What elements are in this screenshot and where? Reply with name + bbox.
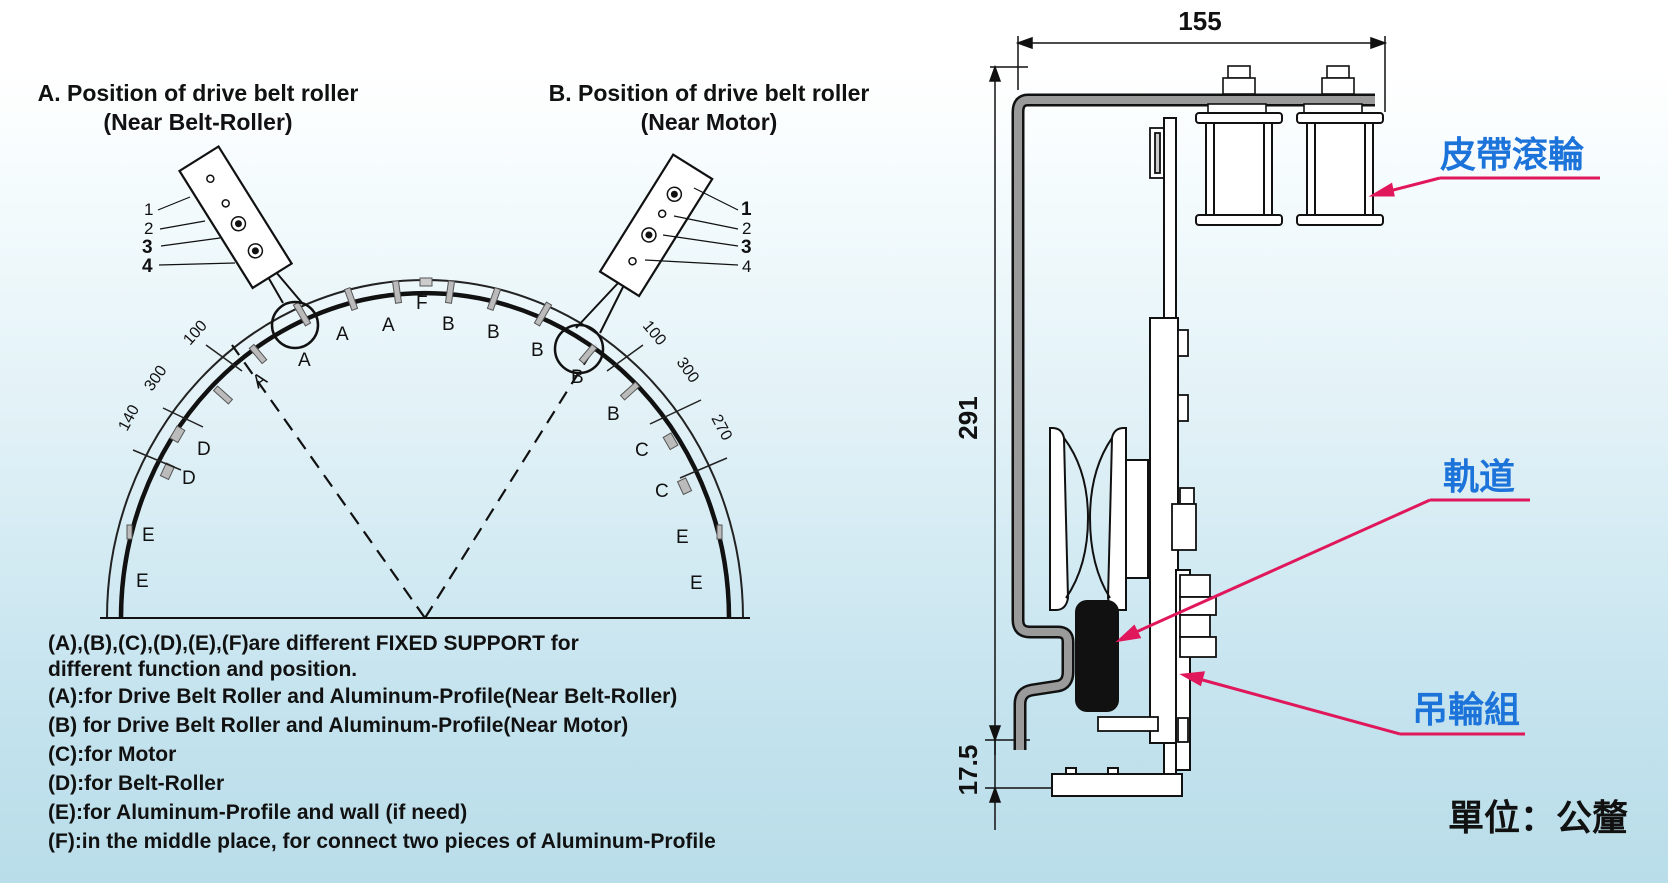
section-drawing: 155 291 17.5 xyxy=(953,6,1628,839)
radius-line-left xyxy=(231,344,426,619)
hole-leaders-a xyxy=(157,196,236,266)
pos-label: D xyxy=(182,468,196,489)
dim-width: 155 xyxy=(1178,6,1221,36)
dim-right-300: 300 xyxy=(673,355,702,387)
pos-label: C xyxy=(655,481,669,502)
dim-offset: 17.5 xyxy=(953,745,983,796)
title-b-line1: B. Position of drive belt roller xyxy=(549,80,870,106)
dim-right-100: 100 xyxy=(639,318,669,349)
hole-a-1: 1 xyxy=(144,200,153,219)
track-rail xyxy=(1075,600,1119,712)
hole-b-2: 2 xyxy=(742,219,751,238)
dim-height: 291 xyxy=(953,396,983,439)
note-line: different function and position. xyxy=(48,658,357,681)
pos-label: B xyxy=(607,404,620,425)
pos-label: F xyxy=(416,293,428,314)
side-bolts xyxy=(1171,329,1217,743)
hole-b-1: 1 xyxy=(741,199,752,220)
belt-rollers xyxy=(1195,112,1384,226)
note-line: (E):for Aluminum-Profile and wall (if ne… xyxy=(48,801,467,824)
label-belt-roller: 皮帶滾輪 xyxy=(1440,134,1584,176)
pos-label: B xyxy=(531,340,544,361)
dim-left-300: 300 xyxy=(141,363,170,395)
radius-line-right xyxy=(424,344,597,619)
pos-label: A xyxy=(298,350,311,371)
track-wheel xyxy=(1049,427,1149,611)
pos-label: E xyxy=(676,527,689,548)
bottom-bracket xyxy=(1051,767,1183,797)
dimension-ticks-left xyxy=(132,344,243,471)
note-line: (D):for Belt-Roller xyxy=(48,772,224,795)
pos-label: D xyxy=(197,439,211,460)
pos-label: C xyxy=(635,440,649,461)
label-hanger: 吊輪組 xyxy=(1412,689,1520,731)
leader-b xyxy=(575,281,625,334)
hole-a-3: 3 xyxy=(142,237,153,258)
lower-bolt xyxy=(1097,716,1159,732)
notes-block: (A),(B),(C),(D),(E),(F)are different FIX… xyxy=(48,632,716,853)
bracket-plate-b xyxy=(598,153,714,298)
title-a-line1: A. Position of drive belt roller xyxy=(38,80,359,106)
hanger-plate xyxy=(1149,117,1191,797)
dim-height-line xyxy=(985,64,1080,830)
note-line: (F):in the middle place, for connect two… xyxy=(48,830,716,853)
support-markers xyxy=(126,277,723,540)
profile-arc xyxy=(118,290,732,619)
pos-label: B xyxy=(571,367,584,388)
dim-right-270: 270 xyxy=(707,412,735,444)
hole-leaders-b xyxy=(644,187,739,266)
hole-a-4: 4 xyxy=(142,256,153,277)
dim-left-100: 100 xyxy=(180,317,211,348)
note-line: (C):for Motor xyxy=(48,743,176,766)
note-line: (A),(B),(C),(D),(E),(F)are different FIX… xyxy=(48,632,579,655)
highlight-circle-a xyxy=(270,300,320,350)
leader-lines xyxy=(1115,176,1600,736)
title-a-line2: (Near Belt-Roller) xyxy=(103,109,292,135)
hole-b-4: 4 xyxy=(742,257,751,276)
top-bolts xyxy=(1207,65,1363,115)
pos-label: B xyxy=(487,322,500,343)
top-clip xyxy=(1149,127,1165,179)
pos-label: E xyxy=(136,571,149,592)
note-line: (A):for Drive Belt Roller and Aluminum-P… xyxy=(48,685,677,708)
arc-diagram: 100 300 140 100 300 270 A A A A F B B B … xyxy=(100,264,750,619)
pos-label: E xyxy=(690,573,703,594)
z-bracket-fill xyxy=(1014,96,1375,750)
hole-b-3: 3 xyxy=(741,237,752,258)
bracket-plate-a xyxy=(177,145,294,290)
pos-label: A xyxy=(336,324,349,345)
title-b-line2: (Near Motor) xyxy=(641,109,778,135)
unit-label: 單位：公釐 xyxy=(1448,798,1628,839)
dim-width-line xyxy=(1015,36,1388,112)
label-track: 軌道 xyxy=(1443,457,1515,498)
pos-label: E xyxy=(142,525,155,546)
dim-left-140: 140 xyxy=(116,402,144,434)
note-line: (B) for Drive Belt Roller and Aluminum-P… xyxy=(48,714,628,737)
pos-label: B xyxy=(442,314,455,335)
pos-label: A xyxy=(382,315,395,336)
dimension-ticks-right xyxy=(606,344,728,479)
hole-a-2: 2 xyxy=(144,219,153,238)
